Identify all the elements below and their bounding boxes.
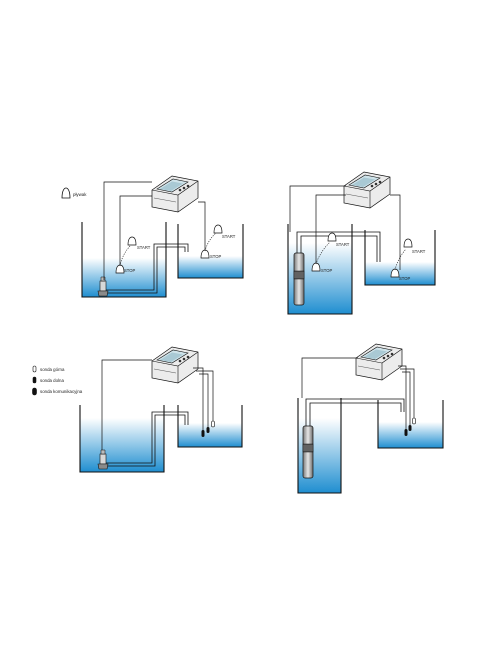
float-legend-label: pływak: [73, 192, 87, 197]
panel-top-right: START STOP START STOP: [287, 171, 436, 315]
legend-item-label: sonda górna: [40, 367, 65, 372]
panel-bottom-right: [297, 343, 444, 494]
storage-tank: [177, 224, 244, 279]
float-switch-icon: [61, 187, 71, 199]
probe-upper: [211, 420, 215, 428]
float-switch-well-stop: [311, 262, 321, 272]
well-stop-label: STOP: [124, 268, 136, 273]
probe-lower: [206, 427, 210, 433]
probe-legend: sonda górna sonda dolna sonda komunikacy…: [32, 365, 83, 396]
pump-controller: [355, 343, 403, 381]
tank-start-label: START: [412, 249, 426, 254]
panel-bottom-left: [79, 346, 243, 473]
well-tank: [79, 405, 165, 473]
float-switch-tank-stop: [390, 268, 400, 278]
discharge-pipe: [104, 411, 189, 464]
probe-common: [201, 430, 205, 437]
probe-upper: [412, 417, 416, 425]
discharge-pipe: [305, 398, 405, 428]
pump-controller: [343, 171, 391, 209]
probe-common-icon: [32, 387, 37, 396]
storage-tank: [177, 405, 243, 448]
discharge-pipe: [105, 243, 189, 291]
well-start-label: START: [137, 245, 151, 250]
panel-top-left: START STOP START STOP: [81, 175, 244, 298]
float-switch-well-stop: [115, 264, 125, 274]
pump-controller: [151, 346, 199, 384]
legend-item-label: sonda dolna: [40, 378, 64, 383]
storage-tank: [364, 230, 436, 286]
well-start-label: START: [336, 242, 350, 247]
pump-controller: [151, 175, 199, 213]
well-stop-label: STOP: [321, 268, 333, 273]
float-switch-well-start: [327, 232, 337, 242]
tank-stop-label: STOP: [210, 254, 222, 259]
probe-lower-icon: [32, 376, 37, 384]
legend-item-label: sonda komunikacyjna: [40, 389, 83, 394]
storage-tank: [377, 400, 444, 449]
tank-start-label: START: [222, 234, 236, 239]
discharge-pipe: [296, 231, 381, 262]
float-switch-well-start: [127, 236, 137, 246]
power-wire: [103, 181, 152, 280]
float-switch-tank-start: [213, 224, 223, 234]
probe-common: [404, 429, 408, 436]
well-tank: [81, 222, 167, 298]
deep-well-pump: [302, 425, 314, 479]
float-switch-tank-stop: [200, 249, 210, 259]
probe-lower: [408, 425, 412, 431]
deep-well-pump: [293, 252, 305, 306]
float-legend: pływak: [61, 187, 87, 199]
probe-upper-icon: [32, 365, 37, 373]
float-switch-tank-start: [403, 238, 413, 248]
tank-stop-label: STOP: [399, 276, 411, 281]
